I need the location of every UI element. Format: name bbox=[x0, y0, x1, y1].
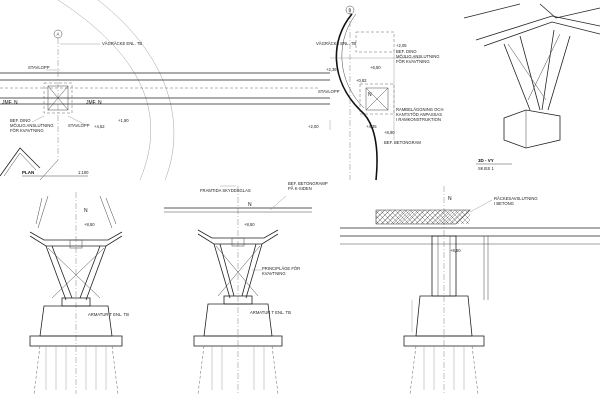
section-bottom-left: +8,50 N ARMATUR T ENL. TB bbox=[29, 192, 129, 395]
top-label-bef-betong: BEF. BETONGRAM bbox=[384, 140, 421, 145]
top-label-mojlig: MÖJLIG ANSLUTNING bbox=[396, 54, 440, 59]
mid-label-bef-beton: BEF. BETONGRAMP bbox=[288, 181, 328, 186]
top-label-dim-5: +2,00 bbox=[308, 124, 319, 129]
top-label-dim-2: +2,35 bbox=[326, 67, 337, 72]
mid-label-kvavtning: KVAVTNING bbox=[262, 271, 286, 276]
plan-label-dim-1: +4,52 bbox=[94, 124, 105, 129]
plan-detail-tag: A bbox=[57, 32, 60, 37]
plan-label-jmf-n-left: JMF. N bbox=[2, 100, 18, 106]
section-bottom-middle: FRAMTIDA SKYDDSGLAS BEF. BETONGRAMP PÅ K… bbox=[164, 181, 328, 395]
plan-scale: 1:100 bbox=[78, 170, 89, 175]
view-3d: 3D - VY SKISS 1 bbox=[463, 3, 600, 171]
view3d-scale: SKISS 1 bbox=[478, 166, 494, 171]
left-section-n: N bbox=[84, 208, 88, 214]
mid-label-dim: +8,50 bbox=[244, 222, 255, 227]
plan-label-mojlig: MÖJLIG ANSLUTNING bbox=[10, 123, 54, 128]
top-label-vagracke: VÄGRÄCKE ENL. TB bbox=[316, 41, 356, 46]
top-label-n: N bbox=[368, 92, 372, 98]
top-label-for-kvavtning: FÖR KVAVTNING bbox=[396, 59, 430, 64]
plan-label-for-kvavtning: FÖR KVAVTNING bbox=[10, 128, 44, 133]
top-section-detail-tag: B bbox=[349, 8, 352, 13]
right-label-n: N bbox=[448, 196, 452, 202]
left-section-dim: +8,50 bbox=[84, 222, 95, 227]
top-label-dim-4: +0,82 bbox=[356, 78, 367, 83]
top-label-rambelagg-1: RAMBELÄGGNING OCH bbox=[396, 107, 443, 112]
right-label-dim: +8,50 bbox=[450, 248, 461, 253]
left-section-armatur: ARMATUR T ENL. TB bbox=[88, 312, 129, 317]
plan-label-dim-2: +1,90 bbox=[118, 118, 129, 123]
mid-label-armatur: ARMATUR T ENL. TB bbox=[250, 310, 291, 315]
plan-label-stavlopp-1: STAVLOPP bbox=[28, 65, 50, 70]
top-label-dim-6: +4,35 bbox=[366, 124, 377, 129]
mid-label-framtida: FRAMTIDA SKYDDSGLAS bbox=[200, 188, 251, 193]
top-label-stavlopp: STAVLOPP bbox=[318, 89, 340, 94]
top-label-bef-dino: BEF. DINO bbox=[396, 49, 417, 54]
plan-label-jmf-n-right: JMF. N bbox=[86, 100, 102, 106]
right-label-rackes-2: I BETONG bbox=[494, 201, 514, 206]
plan-title: PLAN bbox=[22, 170, 34, 175]
mid-label-pa-vagen: PÅ K-SIDEN bbox=[288, 186, 312, 191]
section-top-middle: B VÄGRÄCKE ENL. TB +2,05 BEF. DINO MÖJLI… bbox=[308, 5, 443, 181]
plan-label-vagracke: VÄGRÄCKE ENL. TB bbox=[102, 41, 142, 46]
mid-label-n: N bbox=[248, 202, 252, 208]
top-label-rambelagg-3: I RAMKONSTRUKTION bbox=[396, 117, 441, 122]
plan-view: A VÄGRÄCKE ENL. TB STAVLOPP JMF. N JMF. … bbox=[0, 0, 330, 181]
plan-label-bef-dino: BEF. DINO bbox=[10, 118, 31, 123]
view3d-title: 3D - VY bbox=[478, 158, 494, 163]
top-label-dim-7: +8,90 bbox=[384, 130, 395, 135]
top-label-dim-3: +6,50 bbox=[370, 65, 381, 70]
top-label-rambelagg-2: KANTSTÖD ANPASSAS bbox=[396, 112, 442, 117]
section-bottom-right: RÄCKESAVSLUTNING I BETONG +8,50 N bbox=[340, 186, 600, 395]
right-label-rackes-1: RÄCKESAVSLUTNING bbox=[494, 196, 538, 201]
top-label-dim-1: +2,05 bbox=[396, 43, 407, 48]
mid-label-principlage: PRINCIPLÄGE FÖR bbox=[262, 266, 300, 271]
plan-label-stavlopp-2: STAVLOPP bbox=[68, 123, 90, 128]
